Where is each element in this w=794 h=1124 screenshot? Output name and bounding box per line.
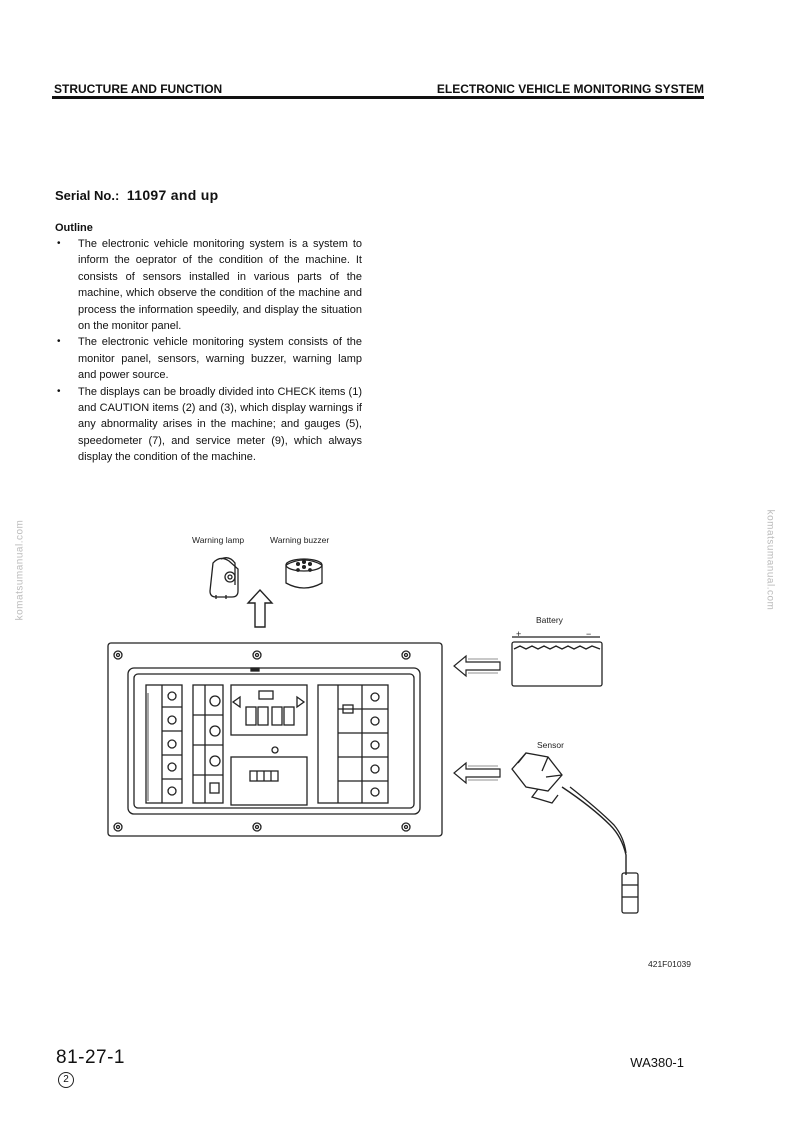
revision-badge: 2 — [58, 1072, 74, 1088]
serial-label: Serial No.: — [55, 188, 120, 203]
battery-minus: − — [586, 629, 591, 639]
warning-buzzer-icon — [285, 558, 323, 589]
outline-bullet: The displays can be broadly divided into… — [55, 384, 362, 466]
sensor-icon — [511, 752, 639, 914]
watermark-right: komatsumanual.com — [764, 509, 776, 611]
label-warning-lamp: Warning lamp — [192, 535, 244, 545]
label-battery: Battery — [536, 615, 564, 625]
battery-plus: + — [516, 629, 521, 639]
serial-number-line: Serial No.: 11097 and up — [55, 187, 218, 203]
label-sensor: Sensor — [537, 740, 564, 750]
header-section-title: STRUCTURE AND FUNCTION — [54, 82, 223, 96]
outline-heading: Outline — [55, 222, 93, 234]
header-chapter-title: ELECTRONIC VEHICLE MONITORING SYSTEM — [436, 82, 704, 96]
warning-lamp-icon — [209, 557, 239, 599]
serial-number: 11097 and up — [126, 187, 219, 203]
monitor-panel — [107, 642, 443, 837]
outline-bullet: The electronic vehicle monitoring system… — [55, 236, 362, 334]
watermark-left: komatsumanual.com — [14, 519, 26, 621]
figure-code: 421F01039 — [648, 959, 691, 969]
monitoring-system-diagram: Warning lamp Warning buzzer — [107, 535, 691, 969]
label-warning-buzzer: Warning buzzer — [270, 535, 329, 545]
page-number: 81-27-1 — [56, 1047, 125, 1068]
arrow-up-icon — [246, 588, 274, 628]
model-code: WA380-1 — [630, 1055, 684, 1070]
arrow-left-icon — [453, 654, 501, 678]
outline-bullet-list: The electronic vehicle monitoring system… — [55, 236, 362, 466]
arrow-left-icon — [453, 761, 501, 785]
header-rule — [52, 96, 704, 99]
battery-icon: + − — [511, 629, 603, 687]
outline-bullet: The electronic vehicle monitoring system… — [55, 334, 362, 383]
